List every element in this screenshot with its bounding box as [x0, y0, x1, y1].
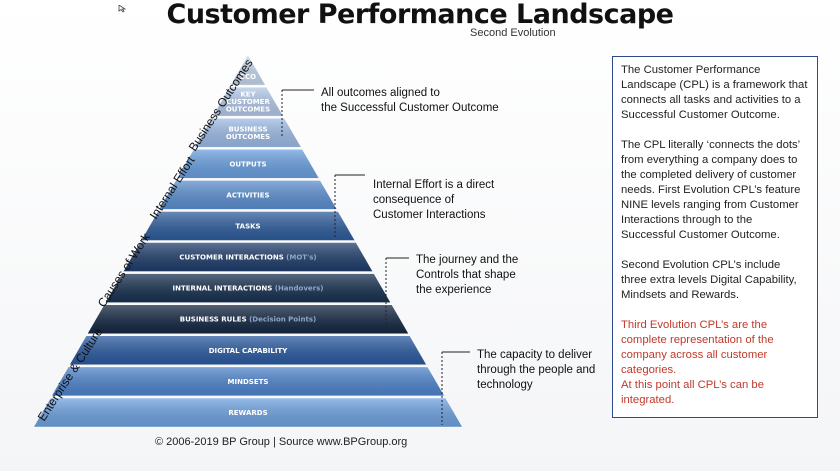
pyramid-level-label: ACTIVITIES [226, 191, 269, 199]
page-subtitle: Second Evolution [470, 27, 556, 39]
callout-line-text: All outcomes aligned to [321, 87, 440, 99]
pyramid-level-shade [230, 55, 266, 86]
pyramid-level-label-main: BUSINESS RULES [180, 316, 247, 324]
description-paragraph: The Customer Performance Landscape (CPL)… [621, 64, 808, 121]
callout-line-text: the experience [416, 284, 492, 296]
pyramid-level-label-sub: (MOT's) [284, 254, 317, 262]
pyramid-level-label: OUTPUTS [229, 160, 266, 168]
pyramid-level-label-main: CUSTOMER INTERACTIONS [179, 254, 283, 262]
pyramid-level-label: CUSTOMER [226, 98, 270, 106]
pyramid-level-shade [33, 397, 463, 427]
pyramid-diagram: SCOKEYCUSTOMEROUTCOMESBUSINESSOUTCOMESOU… [33, 54, 470, 428]
pyramid-level-label-sub: (Decision Points) [247, 316, 317, 324]
pyramid-level-label-main: TASKS [235, 222, 260, 230]
pyramid-level-shade [212, 87, 284, 117]
pyramid-level-label-main: DIGITAL CAPABILITY [209, 347, 289, 355]
pyramid-level-label: CUSTOMER INTERACTIONS (MOT's) [179, 254, 316, 262]
mouse-cursor-icon [118, 0, 130, 18]
pyramid-level-shade [158, 180, 338, 210]
description-paragraph: Second Evolution CPL’s include three ext… [621, 259, 797, 301]
pyramid-level-label-main: SCO [240, 73, 256, 81]
pyramid-level-label: MINDSETS [228, 378, 269, 386]
pyramid-level-shade [87, 304, 409, 334]
callout-line-text: through the people and [477, 364, 596, 376]
pyramid-level-shade [176, 149, 320, 179]
pyramid-level-label: REWARDS [228, 409, 267, 417]
pyramid-level-label-main: INTERNAL INTERACTIONS [173, 285, 273, 293]
pyramid-level-shade [69, 335, 427, 365]
description-panel: The Customer Performance Landscape (CPL)… [612, 56, 818, 418]
pyramid-level-shade [141, 211, 355, 241]
copyright-footer: © 2006-2019 BP Group | Source www.BPGrou… [155, 436, 408, 448]
callout-line-text: The journey and the [416, 254, 519, 266]
pyramid-level-label: BUSINESS RULES (Decision Points) [180, 316, 316, 324]
page-title: Customer Performance Landscape [166, 0, 674, 30]
callout-line-text: technology [477, 379, 533, 391]
pyramid-level-label: OUTCOMES [226, 133, 270, 141]
pyramid-level-label-main: ACTIVITIES [226, 191, 269, 199]
pyramid-level-label-main: MINDSETS [228, 378, 269, 386]
pyramid-level-shade [123, 242, 373, 272]
pyramid-level-label-main: REWARDS [228, 409, 267, 417]
callout-line-text: Internal Effort is a direct [373, 179, 495, 191]
callout-line-text: the Successful Customer Outcome [321, 102, 499, 114]
pyramid-level-label: SCO [240, 73, 256, 81]
pyramid-level-label: BUSINESS [228, 125, 267, 133]
pyramid-levels: SCOKEYCUSTOMEROUTCOMESBUSINESSOUTCOMESOU… [33, 54, 463, 428]
callout-line-text: Controls that shape [416, 269, 516, 281]
callout-line-text: The capacity to deliver [477, 349, 593, 361]
pyramid-level-shade [194, 118, 302, 148]
pyramid-level-label: TASKS [235, 222, 260, 230]
callout-line-text: Customer Interactions [373, 209, 486, 221]
description-paragraph-highlight: Third Evolution CPL’s are the complete r… [621, 319, 774, 376]
pyramid-level-label: OUTCOMES [226, 106, 270, 114]
pyramid-level-label: KEY [240, 91, 256, 99]
callout-line-text: consequence of [373, 194, 455, 206]
pyramid-level-label-sub: (Handovers) [272, 285, 323, 293]
callout-journey: The journey and the Controls that shape … [416, 253, 536, 298]
pyramid-level-label: DIGITAL CAPABILITY [209, 347, 289, 355]
callout-outcomes: All outcomes aligned to the Successful C… [321, 86, 511, 116]
callout-capacity: The capacity to deliver through the peop… [477, 348, 607, 393]
pyramid-level-label: INTERNAL INTERACTIONS (Handovers) [173, 285, 324, 293]
pyramid-level-label-main: OUTPUTS [229, 160, 266, 168]
description-paragraph-highlight: At this point all CPL’s can be integrate… [621, 379, 764, 406]
pyramid-level-shade [105, 273, 391, 303]
description-paragraph: The CPL literally ‘connects the dots’ fr… [621, 139, 801, 241]
pyramid-level-shade [51, 366, 445, 396]
callout-internal-effort: Internal Effort is a direct consequence … [373, 178, 523, 223]
